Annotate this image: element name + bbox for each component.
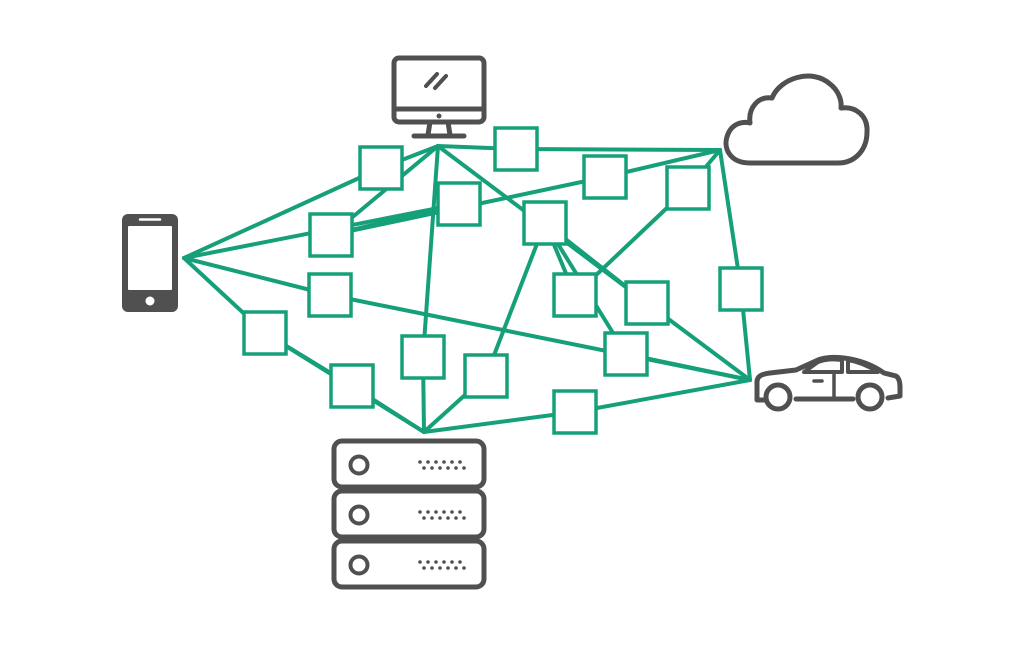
server-vent-dot [462, 466, 466, 470]
server-vent-dot [418, 460, 422, 464]
server-vent-dot [418, 510, 422, 514]
server-vent-dot [442, 460, 446, 464]
network-node [307, 272, 353, 318]
network-link [484, 221, 547, 378]
network-link [718, 148, 743, 291]
network-node [603, 331, 649, 377]
server-vent-dot [454, 466, 458, 470]
server-vent-dot [434, 460, 438, 464]
network-node [308, 212, 354, 258]
server-vent-dot [454, 566, 458, 570]
server-vent-dot [438, 466, 442, 470]
server-vent-dot [450, 560, 454, 564]
network-link [514, 147, 722, 152]
server-vent-dot [426, 460, 430, 464]
network-link [182, 166, 383, 260]
network-node [400, 334, 446, 380]
network-node [582, 154, 628, 200]
server-vent-dot [422, 566, 426, 570]
network-node [463, 353, 509, 399]
car-icon [754, 354, 903, 412]
server-vent-dot [442, 560, 446, 564]
server-vent-dot [434, 510, 438, 514]
server-vent-dot [446, 566, 450, 570]
network-node [522, 200, 568, 246]
network-link [421, 144, 440, 359]
network-node [436, 181, 482, 227]
network-link [573, 378, 752, 414]
server-vent-dot [462, 516, 466, 520]
server-vent-dot [430, 566, 434, 570]
server-vent-dot [418, 560, 422, 564]
server-vent-dot [450, 510, 454, 514]
server-vent-dot [438, 566, 442, 570]
network-link [422, 410, 577, 434]
server-vent-dot [446, 516, 450, 520]
network-node [624, 280, 670, 326]
server-vent-dot [434, 560, 438, 564]
server-vent-dot [446, 466, 450, 470]
network-nodes [242, 126, 764, 435]
network-node [493, 126, 539, 172]
server-vent-dot [426, 560, 430, 564]
server-vent-dot [454, 516, 458, 520]
network-node [552, 272, 598, 318]
server-vent-dot [462, 566, 466, 570]
server-vent-dot [430, 466, 434, 470]
server-vent-dot [430, 516, 434, 520]
network-node [665, 165, 711, 211]
server-vent-dot [438, 516, 442, 520]
desktop-monitor-icon [391, 55, 487, 139]
server-vent-dot [422, 516, 426, 520]
network-node [329, 363, 375, 409]
server-vent-dot [442, 510, 446, 514]
network-node [552, 389, 598, 435]
network-node [358, 145, 404, 191]
cloud-icon [723, 73, 870, 166]
server-vent-dot [458, 510, 462, 514]
server-vent-dot [450, 460, 454, 464]
network-node [718, 266, 764, 312]
network-link [182, 256, 332, 297]
server-vent-dot [458, 460, 462, 464]
network-node [242, 310, 288, 356]
server-vent-dot [458, 560, 462, 564]
server-rack-icon [331, 438, 487, 590]
server-vent-dot [422, 466, 426, 470]
smartphone-icon [122, 214, 178, 312]
server-vent-dot [426, 510, 430, 514]
